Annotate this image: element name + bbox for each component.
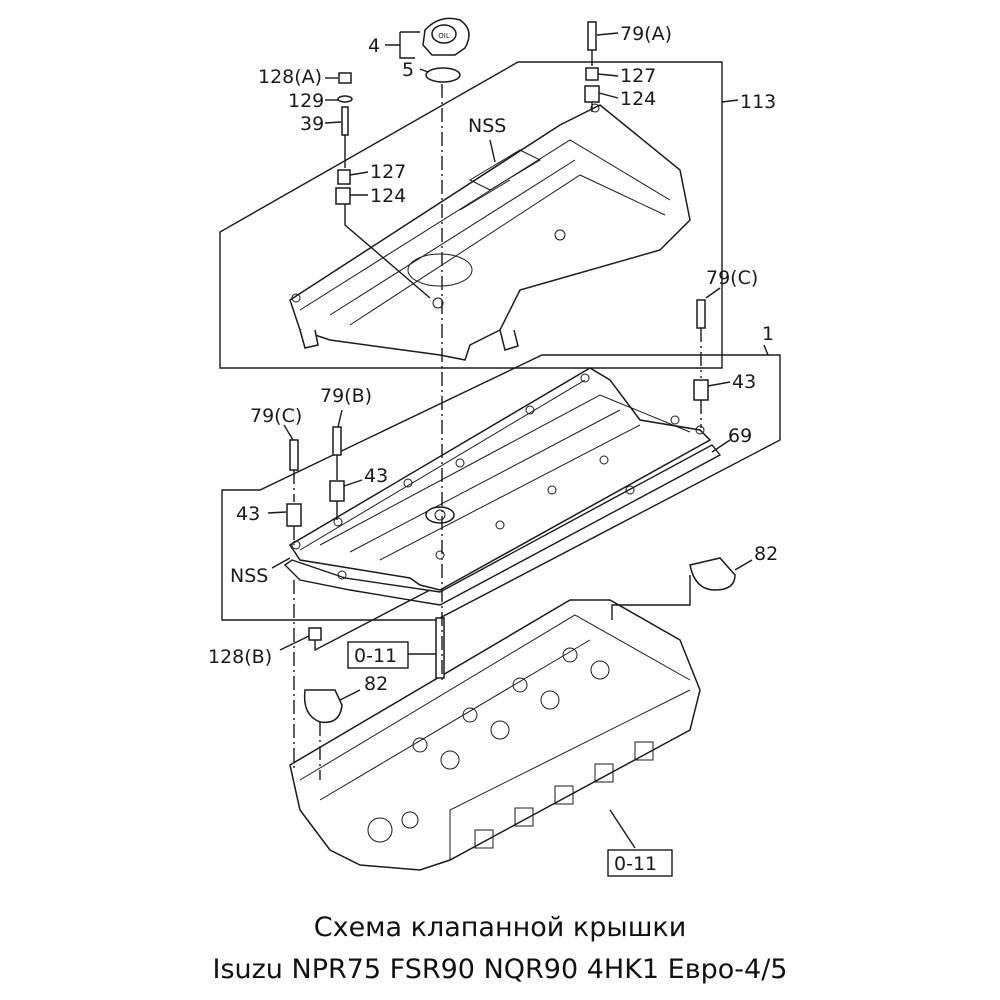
axis-82-right [611, 575, 691, 620]
callout-1: 1 [762, 323, 774, 345]
callout-79c-left: 79(C) [250, 405, 302, 427]
callout-43-mid: 43 [364, 465, 388, 487]
leader-113 [721, 99, 739, 103]
callout-127-right: 127 [620, 65, 656, 87]
ref-box-0-11-bottom [607, 849, 673, 877]
callout-129: 129 [288, 90, 324, 112]
callout-5: 5 [402, 59, 414, 81]
leader-39 [324, 121, 342, 124]
valve-cover-part [288, 367, 712, 591]
callout-128a: 128(A) [258, 66, 322, 88]
washer-129 [337, 95, 353, 103]
frame-1 [221, 354, 781, 621]
callout-128b: 128(B) [208, 646, 272, 668]
leader-82-left [339, 689, 361, 701]
leader-124-right [598, 92, 619, 99]
callout-82-left: 82 [364, 673, 388, 695]
bolt-43-mid [329, 480, 345, 502]
bolt-79c-left [289, 439, 299, 471]
leader-127-left [349, 171, 369, 176]
nut-128b [308, 627, 322, 641]
stud-0-11 [435, 617, 445, 679]
leader-nss-left [271, 557, 291, 569]
bolt-43-right [693, 379, 709, 401]
half-moon-plug-82-right [689, 557, 736, 591]
bolt-43-left [286, 503, 302, 527]
callout-113: 113 [740, 91, 776, 113]
bolt-79c-right [696, 299, 706, 329]
ref-0-11-top: 0-11 [354, 645, 397, 667]
leader-128b [279, 635, 310, 651]
callout-nss-left: NSS [230, 565, 268, 587]
callout-79c-right: 79(C) [706, 267, 758, 289]
collar-127-right [585, 67, 599, 81]
axis-128b [314, 589, 431, 652]
caption-title: Схема клапанной крышки [313, 912, 687, 943]
callout-4: 4 [368, 35, 380, 57]
leader-79c-right [705, 287, 721, 299]
callout-43-left: 43 [236, 503, 260, 525]
leader-nss-top [489, 139, 496, 163]
leader-43-left [267, 511, 287, 514]
callout-39: 39 [300, 113, 324, 135]
frame-113 [219, 61, 723, 369]
leader-79a [596, 32, 619, 36]
callout-124-right: 124 [620, 88, 656, 110]
leader-5 [419, 68, 429, 73]
callout-124-left: 124 [370, 185, 406, 207]
half-moon-plug-82-left [303, 689, 343, 724]
bolt-79b [332, 426, 342, 456]
callout-43-right: 43 [732, 371, 756, 393]
leader-79c-left [283, 424, 294, 441]
leader-1 [763, 344, 769, 356]
cylinder-head-part [289, 599, 701, 871]
leader-4 [385, 31, 420, 59]
axis-stud [344, 135, 431, 299]
leader-82-right [734, 559, 753, 571]
callout-79b: 79(B) [320, 385, 372, 407]
oil-cap-seal [425, 67, 461, 83]
leader-79b [337, 409, 343, 428]
leader-43-mid [343, 479, 363, 487]
leader-43-right [707, 381, 731, 387]
oil-cap-text: OIL [438, 32, 450, 40]
upper-cover-part [289, 103, 691, 361]
grommet-124-left [335, 187, 351, 205]
ref-0-11-bottom: 0-11 [614, 853, 657, 875]
nut-128a [338, 72, 352, 84]
caption-subtitle: Isuzu NPR75 FSR90 NQR90 4HK1 Евро-4/5 [212, 954, 788, 985]
leader-127-right [597, 73, 619, 77]
callout-127-left: 127 [370, 161, 406, 183]
callout-69: 69 [728, 425, 752, 447]
leader-0-11-bottom [609, 809, 636, 849]
ref-box-0-11-top [347, 641, 409, 669]
collar-127-left [337, 169, 351, 185]
leader-69 [711, 439, 731, 453]
grommet-124-right [584, 85, 600, 103]
callout-82-right: 82 [754, 543, 778, 565]
stud-39 [341, 106, 349, 136]
oil-filler-cap: OIL [422, 17, 470, 56]
bolt-79a [587, 21, 597, 51]
callout-79a: 79(A) [620, 23, 672, 45]
callout-nss-top: NSS [468, 115, 506, 137]
